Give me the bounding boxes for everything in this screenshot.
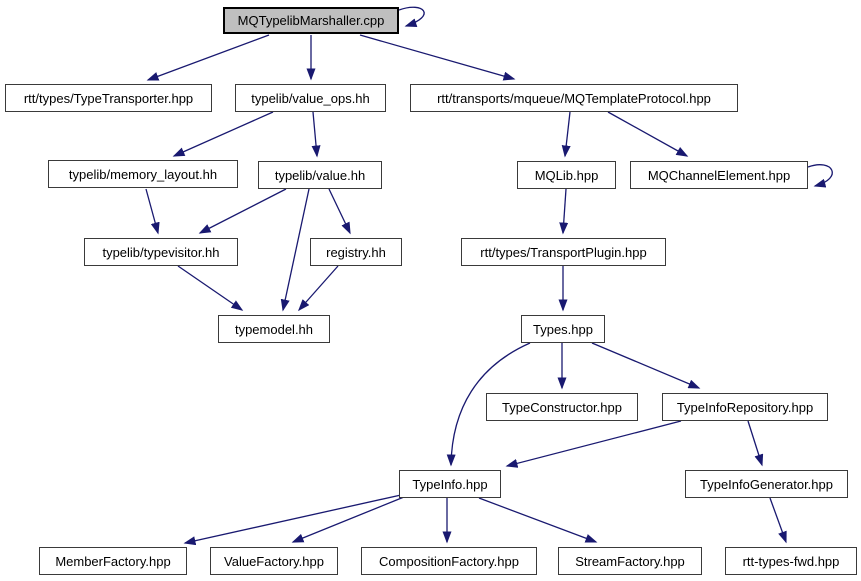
edge-value-to-registry (328, 188, 351, 235)
edge-value-to-typemodel (280, 188, 310, 312)
edge-registry-to-typemodel (298, 265, 339, 312)
edge-mqtemplateprotocol-to-mqlib (561, 111, 571, 158)
node-value-hh[interactable]: typelib/value.hh (258, 161, 382, 189)
node-memory-layout-hh[interactable]: typelib/memory_layout.hh (48, 160, 238, 188)
node-types-hpp[interactable]: Types.hpp (521, 315, 605, 343)
edge-mqchannelelement-self-loop (807, 164, 833, 188)
edge-typevisitor-to-typemodel (177, 265, 244, 311)
node-streamfactory-hpp[interactable]: StreamFactory.hpp (558, 547, 702, 575)
node-mqtypelibmarshaller-cpp: MQTypelibMarshaller.cpp (223, 7, 399, 34)
node-valuefactory-hpp[interactable]: ValueFactory.hpp (210, 547, 338, 575)
edge-types-to-typeinforepository (591, 342, 701, 389)
edge-typeinfo-to-memberfactory (183, 494, 402, 546)
edge-mqlib-to-transportplugin (559, 188, 569, 235)
node-typeinfogenerator-hpp[interactable]: TypeInfoGenerator.hpp (685, 470, 848, 498)
edge-types-to-typeinfo (446, 342, 531, 467)
node-typeinforepository-hpp[interactable]: TypeInfoRepository.hpp (662, 393, 828, 421)
edge-root-to-typetransporter (146, 34, 270, 81)
edge-mqtemplateprotocol-to-mqchannelelement (607, 111, 689, 157)
node-mqtemplateprotocol-hpp[interactable]: rtt/transports/mqueue/MQTemplateProtocol… (410, 84, 738, 112)
node-typemodel-hh[interactable]: typemodel.hh (218, 315, 330, 343)
edge-typeinfogenerator-to-rtt-types-fwd (769, 497, 787, 544)
node-transportplugin-hpp[interactable]: rtt/types/TransportPlugin.hpp (461, 238, 666, 266)
node-typeconstructor-hpp[interactable]: TypeConstructor.hpp (486, 393, 638, 421)
node-compositionfactory-hpp[interactable]: CompositionFactory.hpp (361, 547, 537, 575)
edge-value-ops-to-memory-layout (172, 111, 274, 157)
node-typetransporter-hpp[interactable]: rtt/types/TypeTransporter.hpp (5, 84, 212, 112)
edge-root-self-loop (398, 6, 425, 28)
node-typevisitor-hh[interactable]: typelib/typevisitor.hh (84, 238, 238, 266)
node-mqlib-hpp[interactable]: MQLib.hpp (517, 161, 616, 189)
node-rtt-types-fwd-hpp[interactable]: rtt-types-fwd.hpp (725, 547, 857, 575)
node-memberfactory-hpp[interactable]: MemberFactory.hpp (39, 547, 187, 575)
edge-typeinforepository-to-typeinfogenerator (747, 420, 764, 467)
node-mqchannelelement-hpp[interactable]: MQChannelElement.hpp (630, 161, 808, 189)
edge-value-ops-to-value (311, 111, 321, 158)
edge-typeinfo-to-valuefactory (291, 496, 405, 543)
node-typeinfo-hpp[interactable]: TypeInfo.hpp (399, 470, 501, 498)
node-value-ops-hh[interactable]: typelib/value_ops.hh (235, 84, 386, 112)
edge-root-to-mqtemplateprotocol (359, 34, 516, 81)
node-registry-hh[interactable]: registry.hh (310, 238, 402, 266)
edge-typeinforepository-to-typeinfo (505, 420, 682, 468)
edge-typeinfo-to-streamfactory (478, 497, 598, 543)
edge-memory-layout-to-typevisitor (145, 188, 160, 235)
edge-value-to-typevisitor (198, 188, 287, 234)
